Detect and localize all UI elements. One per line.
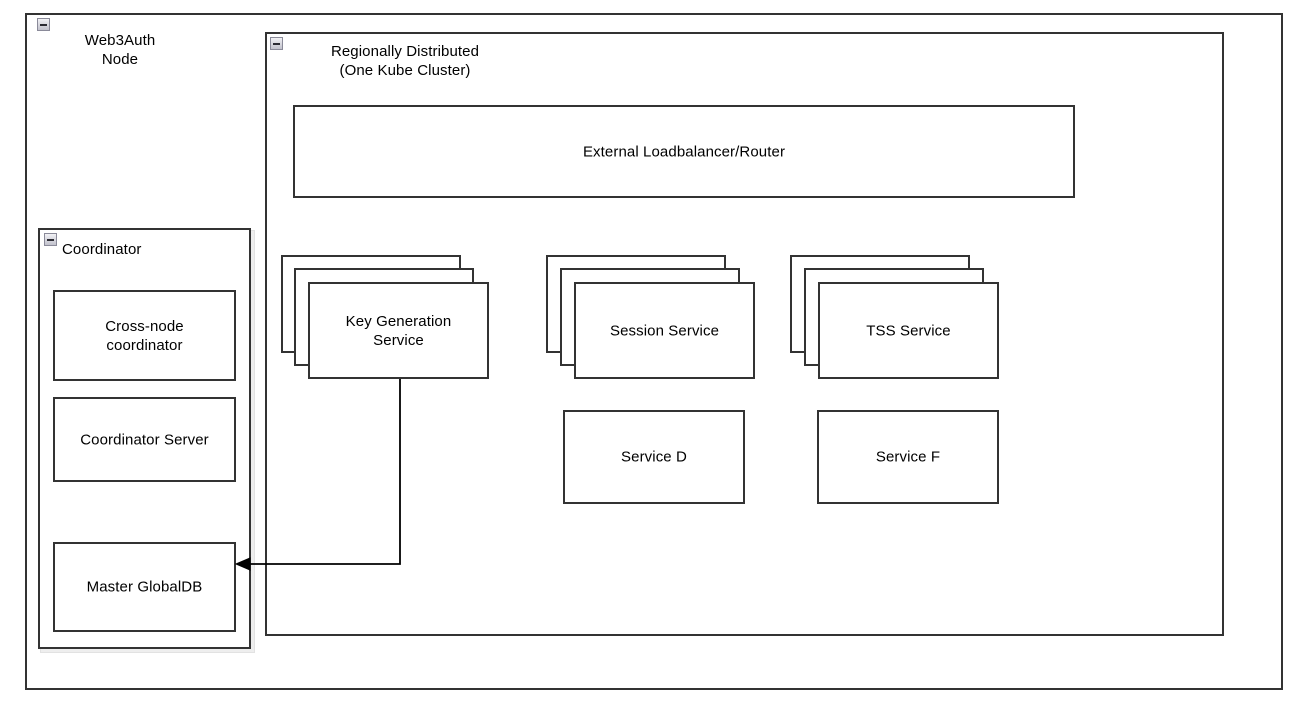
collapse-icon-regionally-distributed[interactable] — [270, 37, 283, 50]
external-loadbalancer-label: External Loadbalancer/Router — [582, 143, 786, 160]
coordinator-server-box[interactable]: Coordinator Server — [53, 397, 236, 482]
collapse-icon-web3auth-node[interactable] — [37, 18, 50, 31]
master-globaldb-box[interactable]: Master GlobalDB — [53, 542, 236, 632]
service-d-box[interactable]: Service D — [563, 410, 745, 504]
key-generation-service-label: Key Generation Service — [345, 312, 452, 349]
tss-service-box[interactable]: TSS Service — [818, 282, 999, 379]
coordinator-server-label: Coordinator Server — [80, 431, 209, 448]
master-globaldb-label: Master GlobalDB — [86, 578, 203, 596]
key-generation-service-box[interactable]: Key Generation Service — [308, 282, 489, 379]
collapse-icon-coordinator[interactable] — [44, 233, 57, 246]
service-f-box[interactable]: Service F — [817, 410, 999, 504]
session-service-label: Session Service — [609, 322, 720, 339]
web3auth-node-title: Web3Auth Node — [84, 32, 156, 68]
tss-service-label: TSS Service — [866, 322, 951, 339]
regionally-distributed-title: Regionally Distributed (One Kube Cluster… — [330, 43, 480, 79]
external-loadbalancer-box[interactable]: External Loadbalancer/Router — [293, 105, 1075, 198]
session-service-box[interactable]: Session Service — [574, 282, 755, 379]
service-d-label: Service D — [621, 448, 687, 466]
coordinator-title: Coordinator — [62, 241, 142, 258]
cross-node-coordinator-box[interactable]: Cross-node coordinator — [53, 290, 236, 381]
service-f-label: Service F — [875, 448, 941, 466]
cross-node-coordinator-label: Cross-node coordinator — [105, 317, 184, 354]
